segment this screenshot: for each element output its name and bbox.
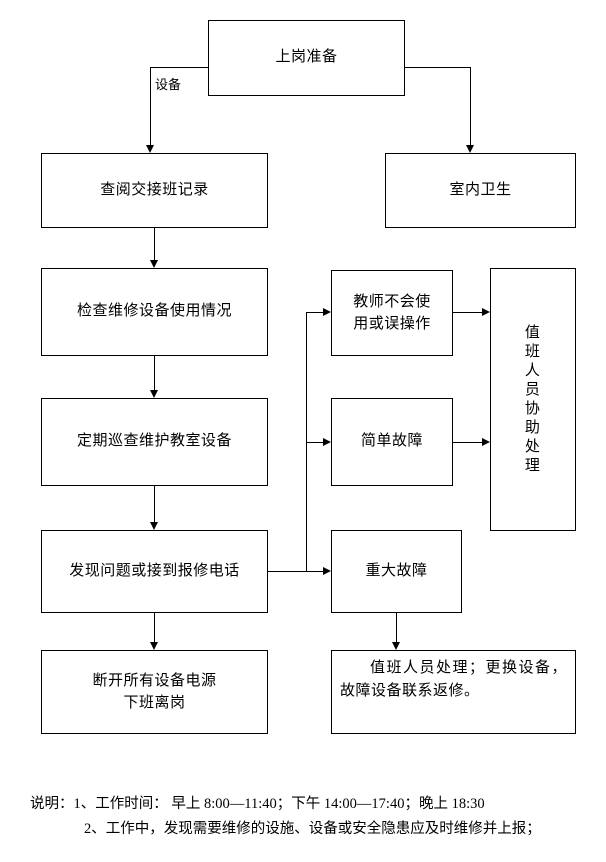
arrowhead-to-routine-inspection	[150, 390, 158, 398]
node-check-repair-equipment-label: 检查维修设备使用情况	[76, 303, 232, 320]
node-start[interactable]: 上岗准备	[208, 20, 405, 96]
node-routine-inspection[interactable]: 定期巡查维护教室设备	[41, 398, 268, 486]
arrowhead-to-power-off-leave	[150, 642, 158, 650]
arrowhead-to-found-problem	[150, 522, 158, 530]
arrowhead-to-major-fault	[323, 567, 331, 575]
node-check-repair-equipment[interactable]: 检查维修设备使用情况	[41, 268, 268, 356]
node-duty-staff-assist-label: 值班人员协助处理	[522, 323, 539, 476]
edge-branch-trunk-vertical	[306, 312, 307, 571]
edge-label-equipment: 设备	[153, 74, 184, 93]
edge-start-left-vertical	[150, 67, 151, 145]
arrowhead-to-indoor-hygiene	[466, 145, 474, 153]
edge-trunk-to-simple-fault	[306, 442, 323, 443]
arrowhead-teacher-misuse-to-duty-assist	[482, 308, 490, 316]
node-indoor-hygiene[interactable]: 室内卫生	[385, 153, 576, 228]
edge-found-problem-to-power-off	[154, 613, 155, 642]
footer-notes: 说明：1、工作时间： 早上 8:00—11:40；下午 14:00—17:40；…	[30, 792, 541, 841]
edge-start-right-horizontal	[405, 67, 471, 68]
node-found-problem-label: 发现问题或接到报修电话	[69, 562, 240, 579]
node-duty-staff-assist[interactable]: 值班人员协助处理	[490, 268, 576, 531]
arrowhead-to-check-repair-equipment	[150, 260, 158, 268]
footer-note-line-1: 说明：1、工作时间： 早上 8:00—11:40；下午 14:00—17:40；…	[30, 796, 485, 812]
node-review-handover-log-label: 查阅交接班记录	[100, 181, 209, 198]
node-duty-staff-handle[interactable]: 值班人员处理；更换设备，故障设备联系返修。	[331, 650, 576, 734]
arrowhead-to-duty-staff-handle	[392, 642, 400, 650]
arrowhead-to-simple-fault	[323, 438, 331, 446]
node-power-off-leave-line2: 下班离岗	[123, 695, 186, 711]
node-major-fault[interactable]: 重大故障	[331, 530, 462, 613]
edge-found-problem-to-major-fault	[268, 571, 323, 572]
node-simple-fault-label: 简单故障	[360, 433, 423, 450]
arrowhead-to-teacher-misuse	[323, 308, 331, 316]
node-major-fault-label: 重大故障	[365, 562, 428, 579]
node-routine-inspection-label: 定期巡查维护教室设备	[76, 433, 232, 450]
arrowhead-to-review-handover-log	[146, 145, 154, 153]
edge-routine-to-found-problem	[154, 486, 155, 522]
arrowhead-simple-fault-to-duty-assist	[482, 438, 490, 446]
node-duty-staff-handle-label: 值班人员处理；更换设备，故障设备联系返修。	[340, 660, 567, 700]
node-review-handover-log[interactable]: 查阅交接班记录	[41, 153, 268, 228]
edge-start-right-vertical	[470, 67, 471, 145]
edge-teacher-misuse-to-duty-assist	[453, 312, 482, 313]
footer-note-line-2: 2、工作中，发现需要维修的设施、设备或安全隐患应及时维修并上报；	[84, 820, 541, 837]
edge-start-left-horizontal	[150, 67, 209, 68]
node-power-off-leave-line1: 断开所有设备电源	[92, 672, 217, 689]
node-simple-fault[interactable]: 简单故障	[331, 398, 453, 486]
node-indoor-hygiene-label: 室内卫生	[449, 181, 512, 198]
node-start-label: 上岗准备	[275, 49, 338, 66]
edge-review-to-check	[154, 228, 155, 260]
edge-simple-fault-to-duty-assist	[453, 442, 482, 443]
node-teacher-misuse[interactable]: 教师不会使 用或误操作	[331, 270, 453, 356]
edge-major-fault-to-duty-handle	[396, 613, 397, 642]
node-teacher-misuse-line1: 教师不会使	[353, 292, 431, 310]
edge-trunk-to-teacher-misuse	[306, 312, 323, 313]
node-power-off-leave[interactable]: 断开所有设备电源 下班离岗	[41, 650, 268, 734]
node-teacher-misuse-line2: 用或误操作	[353, 315, 431, 332]
edge-check-to-routine	[154, 356, 155, 390]
node-found-problem[interactable]: 发现问题或接到报修电话	[41, 530, 268, 613]
